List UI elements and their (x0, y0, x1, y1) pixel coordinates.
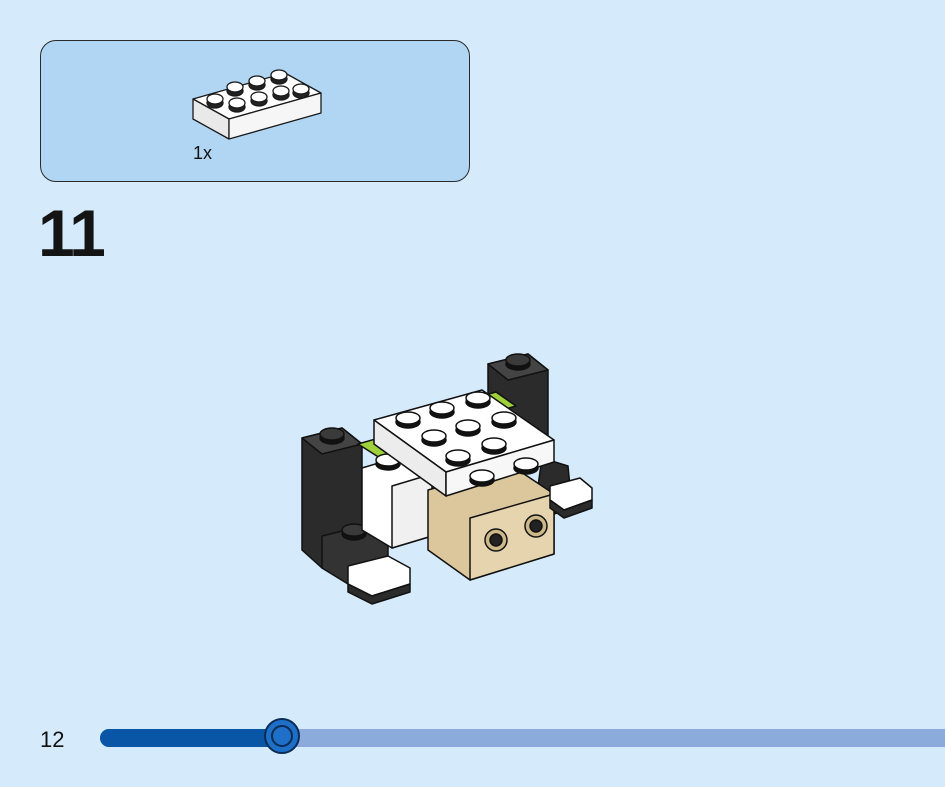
progress-knob-icon (263, 718, 300, 754)
progress-fill (100, 729, 282, 747)
white-2x4-plate-icon (192, 69, 322, 140)
dog-model-assembly-icon (301, 353, 593, 605)
progress-bar (100, 718, 945, 754)
parts-list-box: 1x (40, 40, 470, 182)
part-quantity: 1x (193, 143, 213, 163)
page-number: 12 (40, 727, 65, 752)
step-number: 11 (38, 196, 106, 270)
